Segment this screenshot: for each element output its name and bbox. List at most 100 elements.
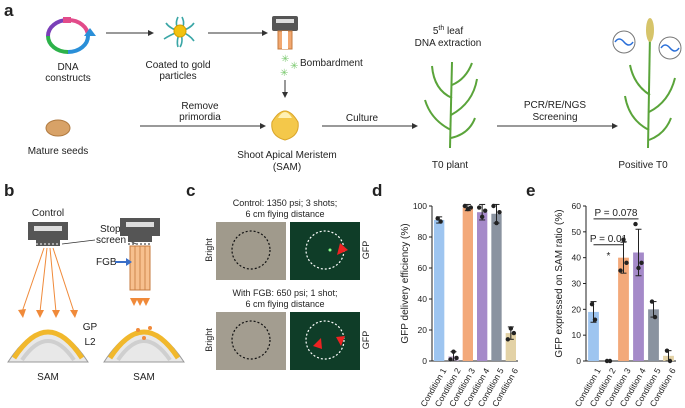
seed-icon <box>45 119 71 137</box>
positive-t0-label: Positive T0 <box>618 160 668 171</box>
chart-d-datapoint <box>462 203 468 209</box>
fgb-gun-icon <box>120 218 160 306</box>
remove-primordia-label: Remove <box>181 101 219 112</box>
chart-d-datapoint <box>468 205 474 210</box>
chart-e-datapoint <box>624 260 629 266</box>
chart-d-bar <box>491 213 502 361</box>
plant-icon <box>424 61 478 149</box>
dna-constructs-label: DNA <box>57 62 78 73</box>
sam-dome-right <box>103 326 185 363</box>
chart-e-bar <box>633 252 644 361</box>
bright-image-bottom <box>216 312 286 370</box>
red-arrow-bottom-2 <box>336 336 345 346</box>
gfp-image-bottom <box>290 312 360 370</box>
chart-d-datapoint <box>476 205 482 210</box>
red-arrow-bottom-1 <box>313 338 322 349</box>
chart-d-bar <box>462 207 473 361</box>
chart-e-datapoint <box>639 260 644 266</box>
chart-d-datapoint <box>511 330 517 336</box>
chart-d-ytick-label: 0 <box>422 356 427 366</box>
sam-label-2: (SAM) <box>273 162 301 173</box>
control-caption-2: 6 cm flying distance <box>245 209 324 219</box>
red-arrow-top <box>337 243 348 255</box>
bright-image-top <box>216 222 286 280</box>
chart-d-ytick-label: 80 <box>418 232 428 242</box>
chart-e-datapoint <box>621 237 626 242</box>
t0-plant-label: T0 plant <box>432 160 468 171</box>
chart-e-ytick-label: 60 <box>572 201 582 211</box>
chart-e-datapoint <box>664 348 670 353</box>
panel-label-b: b <box>4 181 14 200</box>
chart-e-datapoint <box>667 358 673 364</box>
chart-e-ytick-label: 10 <box>572 330 582 340</box>
remove-primordia-label-2: primordia <box>179 112 221 123</box>
chart-e-datapoint <box>592 317 598 322</box>
gene-gun-icon <box>272 16 298 50</box>
sam-right-label: SAM <box>133 372 155 383</box>
chart-d-datapoint <box>482 208 488 213</box>
chart-e-ytick-label: 20 <box>572 304 582 314</box>
svg-text:✳: ✳ <box>281 54 289 65</box>
chart-e-datapoint <box>618 268 623 273</box>
fgb-caption-1: With FGB: 650 psi; 1 shot; <box>232 288 337 298</box>
gold-particle-icon <box>163 16 195 48</box>
chart-d-bar <box>477 212 488 361</box>
panel-label-e: e <box>526 181 535 200</box>
panel-label-d: d <box>372 181 382 200</box>
gfp-label-bottom: GFP <box>361 331 371 350</box>
chart-e-ytick-label: 40 <box>572 253 582 263</box>
particles-icon: ✳ ✳ ✳ <box>280 54 298 79</box>
chart-e-ytick-label: 50 <box>572 227 582 237</box>
chart-d-bar <box>505 333 516 361</box>
control-caption-1: Control: 1350 psi; 3 shots; <box>233 198 338 208</box>
panel-label-c: c <box>186 181 195 200</box>
chart-d-ytick-label: 40 <box>418 294 428 304</box>
chart-d-datapoint <box>438 219 443 224</box>
panel-label-a: a <box>4 1 14 20</box>
chart-d-datapoint <box>454 355 459 361</box>
control-label: Control <box>32 208 64 219</box>
stop-screen-label-2: screen <box>96 235 126 246</box>
chart-d-ylabel: GFP delivery efficiency (%) <box>400 223 411 343</box>
chart-e-ytick-label: 30 <box>572 279 582 289</box>
chart-e-ylabel: GFP expressed on SAM ratio (%) <box>554 209 565 357</box>
chart-e-datapoint <box>607 358 613 364</box>
chart-e-annotation-label: P = 0.078 <box>595 208 638 219</box>
fgb-label: FGB <box>96 257 117 268</box>
fgb-caption-2: 6 cm flying distance <box>245 299 324 309</box>
culture-label: Culture <box>346 113 379 124</box>
svg-text:✳: ✳ <box>280 68 288 79</box>
chart-d-ytick-label: 100 <box>413 201 427 211</box>
dna-extraction-label: DNA extraction <box>415 38 482 49</box>
dna-constructs-label-2: constructs <box>45 73 91 84</box>
chart-d-datapoint <box>435 216 440 221</box>
chart-d-datapoint <box>451 349 456 354</box>
chart-d-datapoint <box>494 220 499 226</box>
chart-e-ytick-label: 0 <box>576 356 581 366</box>
stop-screen-label: Stop <box>100 224 121 235</box>
screening-label-2: Screening <box>532 112 577 123</box>
mature-seeds-label: Mature seeds <box>28 146 89 157</box>
chart-e-datapoint <box>636 265 641 271</box>
l2-label: L2 <box>84 337 96 348</box>
chart-e-bar <box>588 311 599 361</box>
leaf-label: 5th leaf <box>433 25 464 37</box>
chart-e-bar <box>618 257 629 361</box>
bright-label-bottom: Bright <box>204 328 214 352</box>
bright-label-top: Bright <box>204 238 214 262</box>
chart-d-datapoint <box>479 214 485 220</box>
chart-e-datapoint <box>652 314 658 320</box>
sam-icon <box>271 110 299 141</box>
plasmid-icon <box>46 17 96 54</box>
chart-e-datapoint <box>589 301 595 307</box>
chart-d-datapoint <box>491 203 496 209</box>
chart-e-significance-star: * <box>607 251 611 262</box>
chart-d-datapoint <box>448 357 453 362</box>
chart-e-datapoint <box>633 221 638 227</box>
chart-e-bar <box>648 309 659 361</box>
gfp-label-top: GFP <box>361 241 371 260</box>
coated-label: Coated to gold <box>145 60 210 71</box>
